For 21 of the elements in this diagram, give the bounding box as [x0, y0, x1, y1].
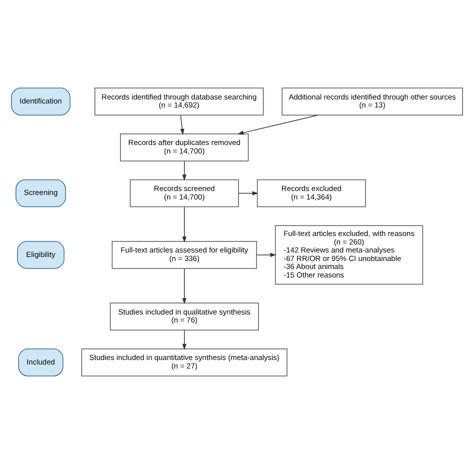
node-box: Identification [11, 87, 70, 115]
arrow [238, 114, 318, 134]
node-box: Records identified through database searching (n = 14,692) [94, 87, 264, 115]
node-box: Records screened (n = 14,700) [130, 178, 239, 207]
arrow [182, 268, 186, 304]
node-box: Full-text articles assessed for eligibility (n = 336) [112, 240, 257, 268]
arrow [182, 160, 186, 180]
node-box: Studies included in qualitative synthesis (n = 76) [110, 302, 259, 330]
arrow [182, 329, 186, 350]
node-box: Included [18, 348, 64, 376]
node-box: Full-text articles excluded, with reasons (n = 260) -142 Reviews and meta-analyses -67 RR/OR or 95% CI unobtainable -36 About animals -15 Other reasons [274, 224, 424, 284]
node-box: Records excluded (n = 14,364) [256, 178, 366, 207]
node-box: Records after duplicates removed (n = 14,700) [120, 133, 249, 161]
node-box: Screening [16, 178, 66, 207]
arrow [256, 252, 276, 257]
arrow [238, 190, 258, 195]
node-box: Eligibility [17, 240, 64, 268]
arrow [180, 114, 184, 134]
arrow [182, 206, 186, 242]
node-box: Additional records identified through other sources (n = 13) [282, 87, 463, 115]
node-box: Studies included in quantitative synthesis (meta-analysis) (n = 27) [81, 348, 288, 376]
